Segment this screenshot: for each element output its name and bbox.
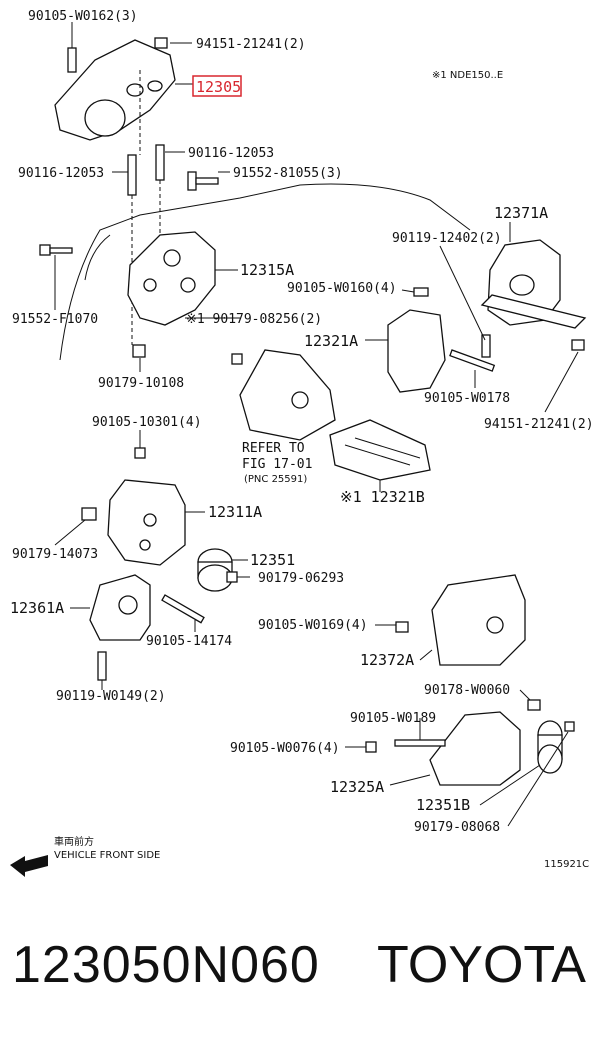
label-94151-21241-right: 94151-21241(2): [484, 417, 594, 432]
bolt-icon: [365, 741, 377, 753]
label-90119-12402: 90119-12402(2): [392, 231, 502, 246]
mount-12372A: [431, 574, 526, 666]
engine-outline: [59, 183, 471, 361]
engine-outline-inner: [84, 234, 111, 281]
brand-name: TOYOTA: [377, 936, 586, 994]
label-12305-highlighted[interactable]: 12305: [196, 78, 241, 96]
bolt-icon: [39, 244, 73, 256]
bushing-12351B: [537, 720, 563, 774]
bracket-12325A: [429, 711, 521, 786]
mount-12361A: [89, 574, 151, 641]
label-12311A: 12311A: [208, 503, 262, 521]
nut-icon: [132, 344, 146, 358]
label-90105-W0169: 90105-W0169(4): [258, 618, 368, 633]
label-91552-F1070: 91552-F1070: [12, 312, 98, 327]
label-note-nde150: ※1 NDE150..E: [432, 70, 503, 81]
bolt-icon: [67, 47, 77, 73]
label-12315A: 12315A: [240, 261, 294, 279]
label-90105-14174: 90105-14174: [146, 634, 232, 649]
label-12321B: ※1 12321B: [340, 488, 425, 506]
footer: 123050N060 TOYOTA: [0, 935, 600, 1005]
label-diagram-id: 115921C: [544, 859, 589, 870]
label-90179-06293: 90179-06293: [258, 571, 344, 586]
nut-icon: [571, 339, 585, 351]
label-12361A: 12361A: [10, 599, 64, 617]
label-90116-12053-lower: 90116-12053: [18, 166, 104, 181]
front-arrow-icon: [10, 855, 48, 877]
label-12371A: 12371A: [494, 204, 548, 222]
label-12351: 12351: [250, 551, 295, 569]
bolt-icon: [394, 739, 446, 747]
plate-12321B: [329, 419, 431, 481]
highlight-box: [192, 75, 242, 97]
label-91552-81055: 91552-81055(3): [233, 166, 343, 181]
nut-icon: [226, 571, 238, 583]
bolt-icon: [395, 621, 409, 633]
label-90105-W0076: 90105-W0076(4): [230, 741, 340, 756]
bracket-12311A: [107, 479, 186, 566]
nut-icon: [154, 37, 168, 49]
bolt-icon: [449, 349, 496, 372]
label-12351B: 12351B: [416, 796, 470, 814]
bolt-icon: [134, 447, 146, 459]
label-vehicle-front-jp: 車両前方: [54, 835, 94, 848]
label-90179-14073: 90179-14073: [12, 547, 98, 562]
label-94151-21241: 94151-21241(2): [196, 37, 306, 52]
bolt-icon: [481, 334, 491, 358]
label-90179-08256: ※1 90179-08256(2): [186, 312, 322, 327]
label-90178-W0060: 90178-W0060: [424, 683, 510, 698]
bracket-12321A: [387, 309, 446, 393]
bolt-icon: [413, 287, 429, 297]
bolt-icon: [161, 594, 205, 624]
label-12325A: 12325A: [330, 778, 384, 796]
label-90179-10108: 90179-10108: [98, 376, 184, 391]
label-12372A: 12372A: [360, 651, 414, 669]
nut-icon: [81, 507, 97, 521]
nut-icon: [527, 699, 541, 711]
label-90179-08068: 90179-08068: [414, 820, 500, 835]
label-90116-12053-upper: 90116-12053: [188, 146, 274, 161]
bracket-center: [239, 349, 336, 441]
bolt-icon: [187, 171, 219, 191]
bracket-12315A: [127, 231, 216, 326]
nut-icon: [231, 353, 243, 365]
label-pnc: (PNC 25591): [244, 474, 307, 485]
engine-mount-12305: [54, 39, 176, 141]
label-90105-10301: 90105-10301(4): [92, 415, 202, 430]
label-90105-W0162: 90105-W0162(3): [28, 9, 138, 24]
label-fig: FIG 17-01: [242, 457, 312, 472]
nut-icon: [564, 721, 575, 732]
bolt-icon: [97, 651, 107, 681]
label-12321A: 12321A: [304, 332, 358, 350]
bushing-12351: [197, 548, 233, 592]
mount-12371A: [480, 239, 587, 329]
leader-lines: [54, 22, 579, 827]
label-vehicle-front-side: VEHICLE FRONT SIDE: [54, 850, 160, 861]
part-number: 123050N060: [12, 936, 320, 994]
stud-icon: [127, 144, 165, 196]
parts-diagram: 90105-W0162(3) 94151-21241(2) 12305 ※1 N…: [10, 9, 594, 877]
label-90105-W0160: 90105-W0160(4): [287, 281, 397, 296]
label-refer-to: REFER TO: [242, 441, 305, 456]
label-90105-W0178: 90105-W0178: [424, 391, 510, 406]
label-90105-W0189: 90105-W0189: [350, 711, 436, 726]
label-90119-W0149: 90119-W0149(2): [56, 689, 166, 704]
